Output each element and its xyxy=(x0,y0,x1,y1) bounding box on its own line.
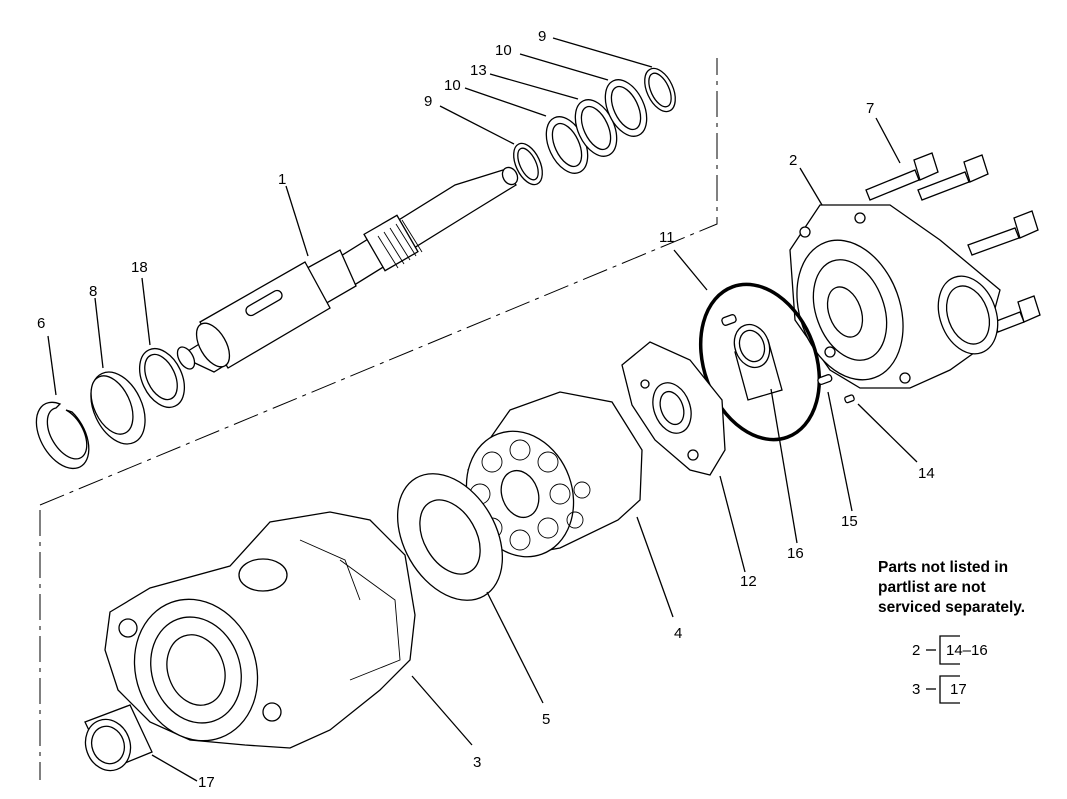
callout-13: 13 xyxy=(470,62,487,79)
part-9-retaining-ring-upper xyxy=(644,67,676,113)
part-5-thrust-plate xyxy=(396,473,504,601)
service-note-line-2: partlist are not xyxy=(878,579,986,596)
service-note-line-1: Parts not listed in xyxy=(878,559,1009,576)
callout-4: 4 xyxy=(674,625,682,642)
part-18-washer xyxy=(138,348,186,408)
callout-2: 2 xyxy=(789,152,797,169)
part-7-bolts xyxy=(865,152,1041,333)
legend-children-2: 14–16 xyxy=(946,642,988,659)
callout-8: 8 xyxy=(89,283,97,300)
part-16-bearing xyxy=(733,323,783,401)
callout-5: 5 xyxy=(542,711,550,728)
leader-lines xyxy=(47,37,918,782)
part-2-end-cover xyxy=(789,204,1001,389)
callout-15: 15 xyxy=(841,513,858,530)
callout-9-lower: 9 xyxy=(424,93,432,110)
callout-12: 12 xyxy=(740,573,757,590)
callout-18: 18 xyxy=(131,259,148,276)
callout-16: 16 xyxy=(787,545,804,562)
legend-parent-3: 3 xyxy=(912,681,920,698)
callout-10-lower: 10 xyxy=(444,77,461,94)
callout-3: 3 xyxy=(473,754,481,771)
callout-labels: 1 2 3 4 5 6 8 7 18 9 9 10 10 13 11 12 14… xyxy=(37,28,935,791)
callout-6: 6 xyxy=(37,315,45,332)
callout-1: 1 xyxy=(278,171,286,188)
part-8-seal xyxy=(90,371,146,445)
service-note-line-3: serviced separately. xyxy=(878,599,1026,616)
callout-10-upper: 10 xyxy=(495,42,512,59)
part-12-port-plate xyxy=(621,341,726,476)
assembly-legend: 2 14–16 3 17 xyxy=(912,635,988,704)
callout-11: 11 xyxy=(659,229,675,246)
part-3-housing xyxy=(104,511,416,749)
part-9-retaining-ring-lower xyxy=(513,142,543,186)
callout-17: 17 xyxy=(198,774,215,791)
part-6-snap-ring xyxy=(35,401,90,470)
legend-children-3: 17 xyxy=(950,681,967,698)
part-13-shim xyxy=(574,99,618,157)
service-note: Parts not listed in partlist are not ser… xyxy=(878,558,1063,618)
part-1-shaft xyxy=(176,166,519,373)
part-10-shim-upper xyxy=(604,79,648,137)
callout-9-upper: 9 xyxy=(538,28,546,45)
part-17-bushing xyxy=(84,704,153,772)
part-14-pin xyxy=(844,394,855,404)
part-15-pin xyxy=(817,374,833,386)
part-4-cylinder-barrel xyxy=(465,391,643,558)
legend-parent-2: 2 xyxy=(912,642,920,659)
callout-14: 14 xyxy=(918,465,935,482)
assembly-boundary-lines xyxy=(39,58,718,780)
callout-7: 7 xyxy=(866,100,874,117)
